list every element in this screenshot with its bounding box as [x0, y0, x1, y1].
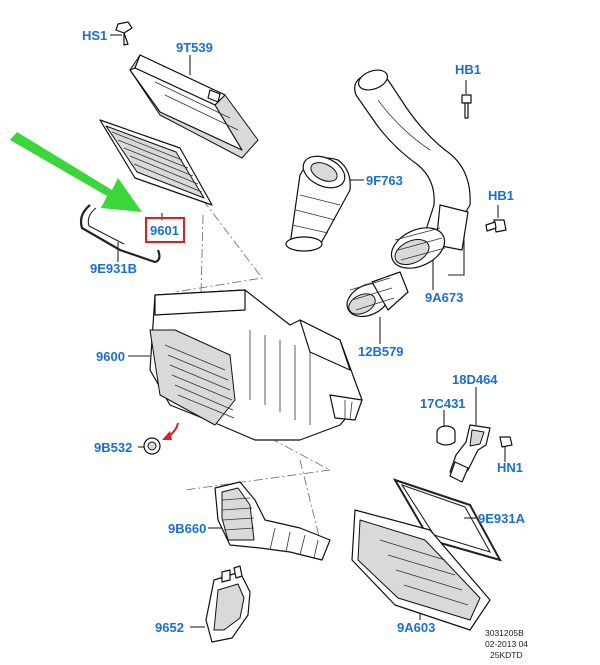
label-9b532: 9B532: [94, 440, 132, 455]
part-12b579-sensor: [346, 271, 409, 318]
label-9a673: 9A673: [425, 290, 463, 305]
stamp-id: 3031205B: [485, 628, 524, 638]
part-9652-bracket: [205, 565, 251, 643]
label-9t539: 9T539: [176, 40, 213, 55]
label-9600: 9600: [96, 349, 125, 364]
label-hn1: HN1: [497, 460, 523, 475]
part-17c431-grommet: [436, 425, 456, 446]
clamp-hb1-top: [461, 94, 472, 119]
part-9t539-cover: [129, 54, 259, 159]
part-9600-air-box: [149, 289, 363, 441]
part-9f763-duct: [285, 155, 351, 252]
label-17c431: 17C431: [420, 396, 466, 411]
drawing-stamp: 3031205B 02-2013 04 25KDTD: [485, 628, 528, 660]
part-9b660-duct: [214, 481, 331, 561]
label-9e931a: 9E931A: [478, 511, 526, 526]
label-hb1-right: HB1: [488, 188, 514, 203]
screw-hs1: [115, 21, 133, 46]
label-9a603: 9A603: [397, 620, 435, 635]
stamp-code: 25KDTD: [490, 650, 523, 660]
label-9652: 9652: [155, 620, 184, 635]
part-9a603-lower-housing: [351, 509, 491, 631]
label-9e931b: 9E931B: [90, 261, 137, 276]
label-9601: 9601: [150, 223, 179, 238]
clamp-hb1-right: [485, 219, 507, 233]
part-9a673-hose: [354, 69, 471, 269]
label-hb1-top: HB1: [455, 62, 481, 77]
part-9e931a-gasket: [392, 478, 503, 562]
part-9b532-grommet: [143, 437, 161, 455]
red-arrow: [162, 422, 179, 440]
part-18d464-bracket: [449, 424, 491, 483]
green-arrow: [10, 132, 142, 212]
label-18d464: 18D464: [452, 372, 498, 387]
part-labels: HS1 9T539 HB1 9F763 HB1 9601 9E931B 9A67…: [82, 28, 526, 635]
label-9b660: 9B660: [168, 521, 206, 536]
label-hs1: HS1: [82, 28, 107, 43]
stamp-date: 02-2013 04: [485, 639, 528, 649]
part-9601-filter: [99, 119, 213, 206]
label-12b579: 12B579: [358, 344, 404, 359]
nut-hn1: [499, 436, 513, 448]
highlight-box: [145, 217, 185, 243]
part-9e931b-seal: [79, 204, 161, 264]
label-9f763: 9F763: [366, 173, 403, 188]
